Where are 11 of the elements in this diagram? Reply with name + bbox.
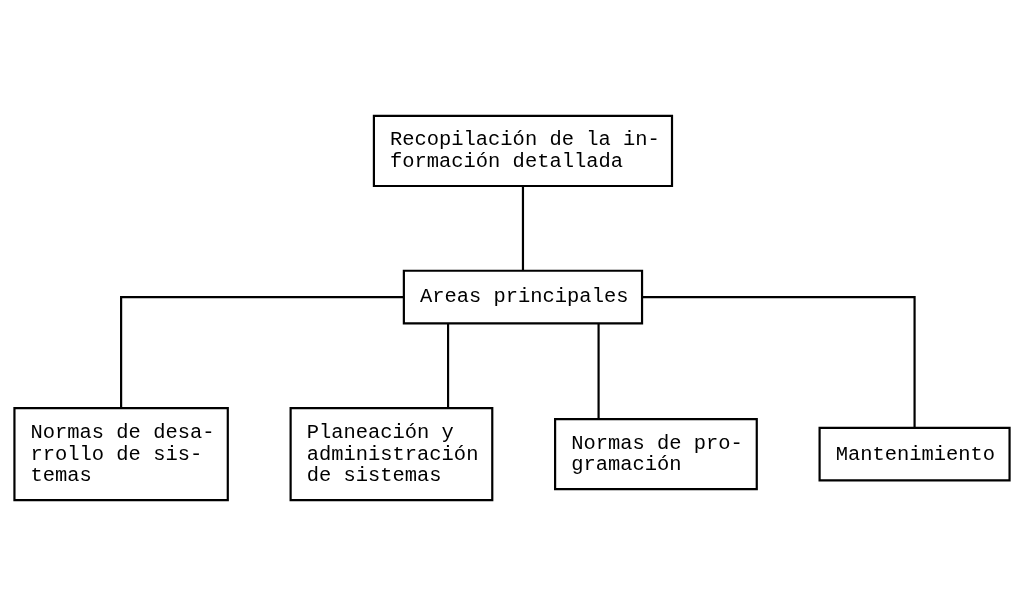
node-box: Planeación y administración de sistemas xyxy=(289,407,494,502)
node-box: Mantenimiento xyxy=(818,426,1011,482)
node-box: Normas de desa- rrollo de sis- temas xyxy=(13,407,229,502)
connector xyxy=(120,295,404,408)
connector xyxy=(642,295,916,428)
node-box: Recopilación de la in- formación detallada xyxy=(372,114,674,188)
connector xyxy=(597,323,600,419)
node-box: Normas de pro- gramación xyxy=(554,417,758,491)
connector xyxy=(446,323,450,408)
connector xyxy=(521,186,525,271)
node-box: Areas principales xyxy=(402,269,644,325)
